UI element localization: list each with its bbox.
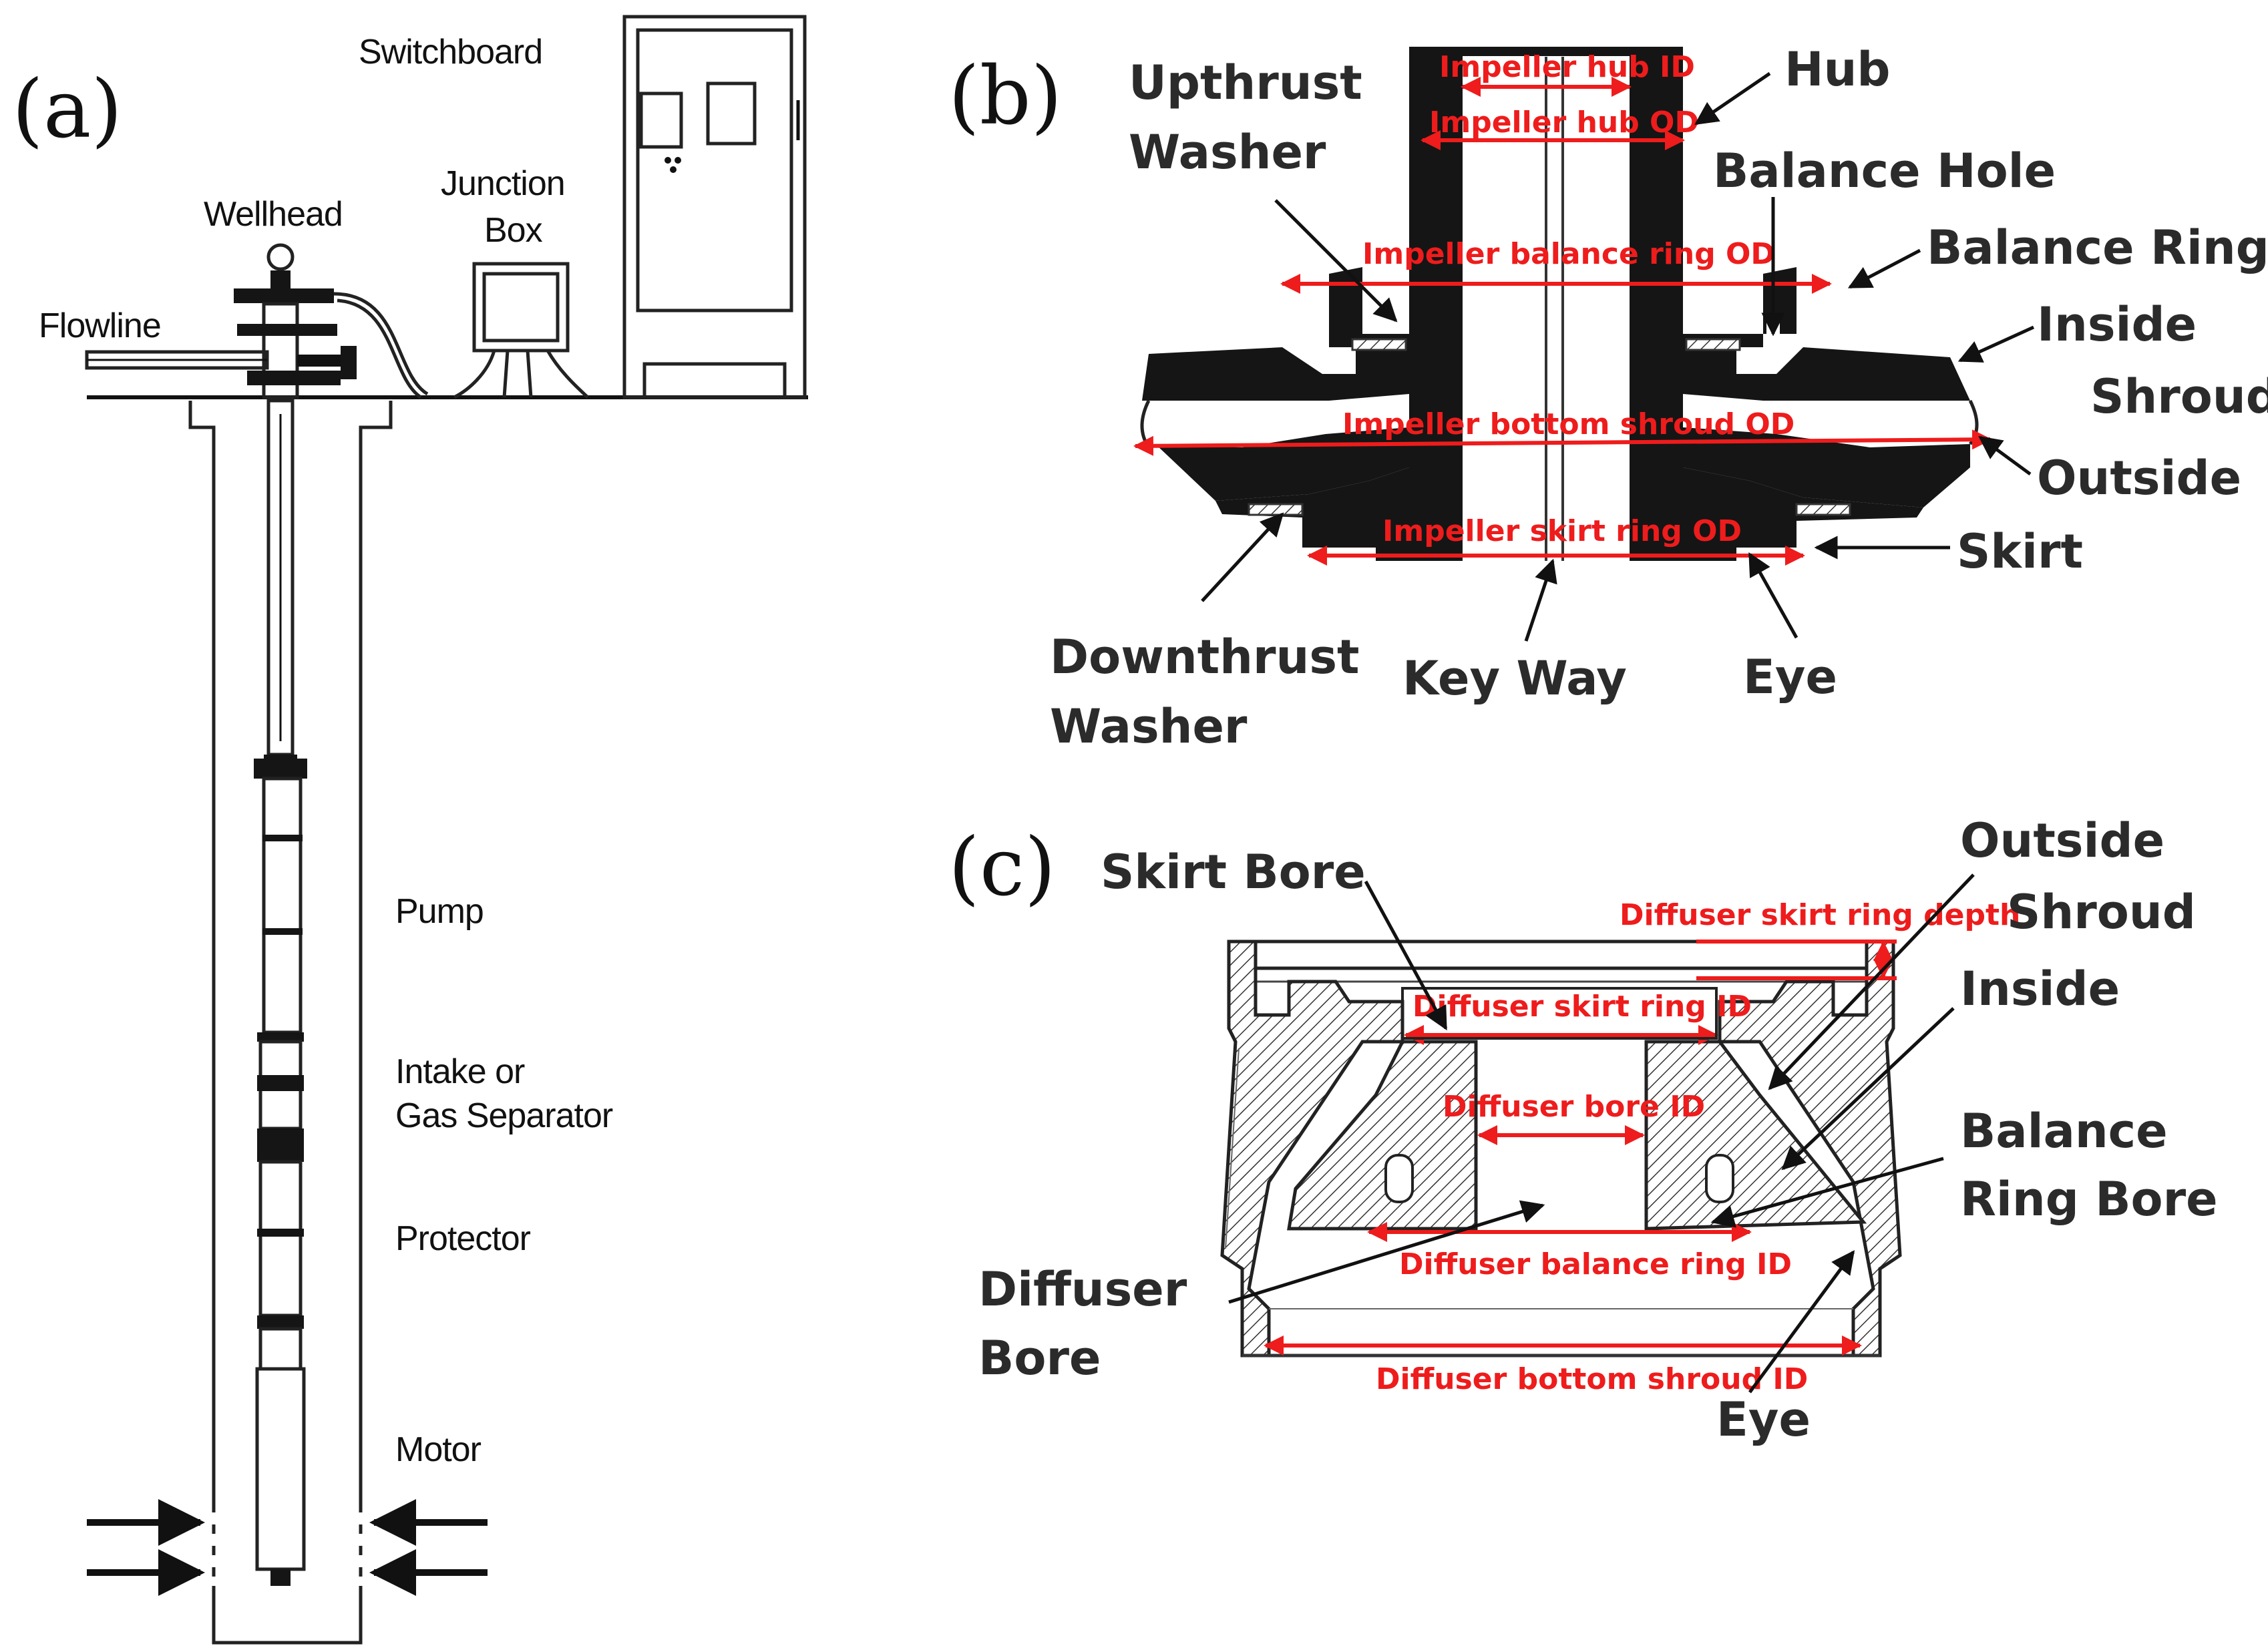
wellhead-assembly <box>234 243 429 399</box>
balance-ring-bore-label-line2: Ring Bore <box>1960 1172 2218 1227</box>
well-casing <box>188 401 393 1645</box>
junction-box-label-line2: Box <box>484 211 543 250</box>
downthrust-washer-label-line1: Downthrust <box>1050 630 1359 684</box>
switchboard-label: Switchboard <box>359 33 542 71</box>
shroud-label-c: Shroud <box>2007 885 2196 940</box>
pump-label: Pump <box>395 892 484 931</box>
outside-label-b: Outside <box>2037 451 2241 505</box>
dim-bottom-shroud-od-text: Impeller bottom shroud OD <box>1342 407 1794 441</box>
downthrust-washer-label-line2: Washer <box>1050 699 1248 754</box>
motor-label: Motor <box>395 1430 482 1469</box>
balance-hole-label: Balance Hole <box>1713 144 2056 198</box>
diffuser-bore-label-line2: Bore <box>978 1331 1101 1386</box>
balance-ring-bore-label-line1: Balance <box>1960 1104 2168 1159</box>
upthrust-washer-label-line2: Washer <box>1129 125 1326 180</box>
key-way-label: Key Way <box>1402 651 1627 706</box>
eye-label-c: Eye <box>1716 1392 1811 1447</box>
dim-skirt-ring-id-text: Diffuser skirt ring ID <box>1412 990 1752 1024</box>
panel-c-letter: (c) <box>948 821 1056 914</box>
dim-bottom-shroud-id-text: Diffuser bottom shroud ID <box>1376 1362 1808 1396</box>
intake-label-line2: Gas Separator <box>395 1096 613 1135</box>
dim-hub-id-text: Impeller hub ID <box>1439 50 1695 84</box>
intake-label-line1: Intake or <box>395 1052 525 1091</box>
switchboard-cabinet <box>622 15 807 399</box>
skirt-bore-label: Skirt Bore <box>1101 845 1366 899</box>
upthrust-washer-label-line1: Upthrust <box>1129 55 1362 110</box>
diffuser-pointers <box>1228 873 1975 1394</box>
motor-section <box>255 1367 306 1571</box>
protector-section <box>258 1160 303 1317</box>
dim-hub-od-text: Impeller hub OD <box>1429 106 1699 140</box>
flowline-label: Flowline <box>39 306 161 345</box>
impeller-pointers <box>1201 71 2035 642</box>
junction-box <box>453 262 589 399</box>
shroud-label-b: Shroud <box>2090 369 2268 424</box>
dim-balance-ring-od-text: Impeller balance ring OD <box>1362 237 1775 271</box>
diffuser-dimensions: Diffuser skirt ring depth Diffuser skirt… <box>1264 898 2020 1396</box>
wellhead-label: Wellhead <box>204 195 343 234</box>
esp-string <box>254 399 307 1586</box>
panel-a-letter: (a) <box>12 63 122 156</box>
inside-label-c: Inside <box>1960 962 2120 1016</box>
junction-box-label-line1: Junction <box>441 164 565 203</box>
panel-b-impeller: (b) <box>948 42 2268 754</box>
outside-label-c: Outside <box>1960 813 2164 868</box>
inside-label-b: Inside <box>2037 297 2197 352</box>
flowline-pipe <box>85 346 357 379</box>
balance-ring-label: Balance Ring <box>1927 220 2268 275</box>
dim-bottom-shroud-od-line <box>1133 429 1992 456</box>
eye-label-b: Eye <box>1743 650 1837 704</box>
impeller-dimensions: Impeller hub ID Impeller hub OD Impeller… <box>1133 50 1992 566</box>
dim-balance-ring-id-text: Diffuser balance ring ID <box>1399 1247 1792 1281</box>
hub-label: Hub <box>1784 42 1891 97</box>
inflow-arrows <box>87 1499 488 1596</box>
diffuser-bore-label-line1: Diffuser <box>978 1262 1187 1317</box>
dim-skirt-ring-od-text: Impeller skirt ring OD <box>1382 514 1742 548</box>
diffuser-section <box>1220 940 1902 1358</box>
dim-bore-id-text: Diffuser bore ID <box>1443 1090 1705 1124</box>
pump-section <box>262 777 303 1034</box>
protector-label: Protector <box>395 1219 531 1258</box>
dim-skirt-ring-depth-text: Diffuser skirt ring depth <box>1620 898 2020 932</box>
panel-b-letter: (b) <box>948 50 1062 143</box>
panel-c-diffuser: (c) <box>948 813 2218 1447</box>
impeller-section <box>1140 47 1979 561</box>
panel-a-esp-system: (a) Switchboard Junction Box <box>12 15 808 1645</box>
skirt-label: Skirt <box>1957 524 2083 579</box>
